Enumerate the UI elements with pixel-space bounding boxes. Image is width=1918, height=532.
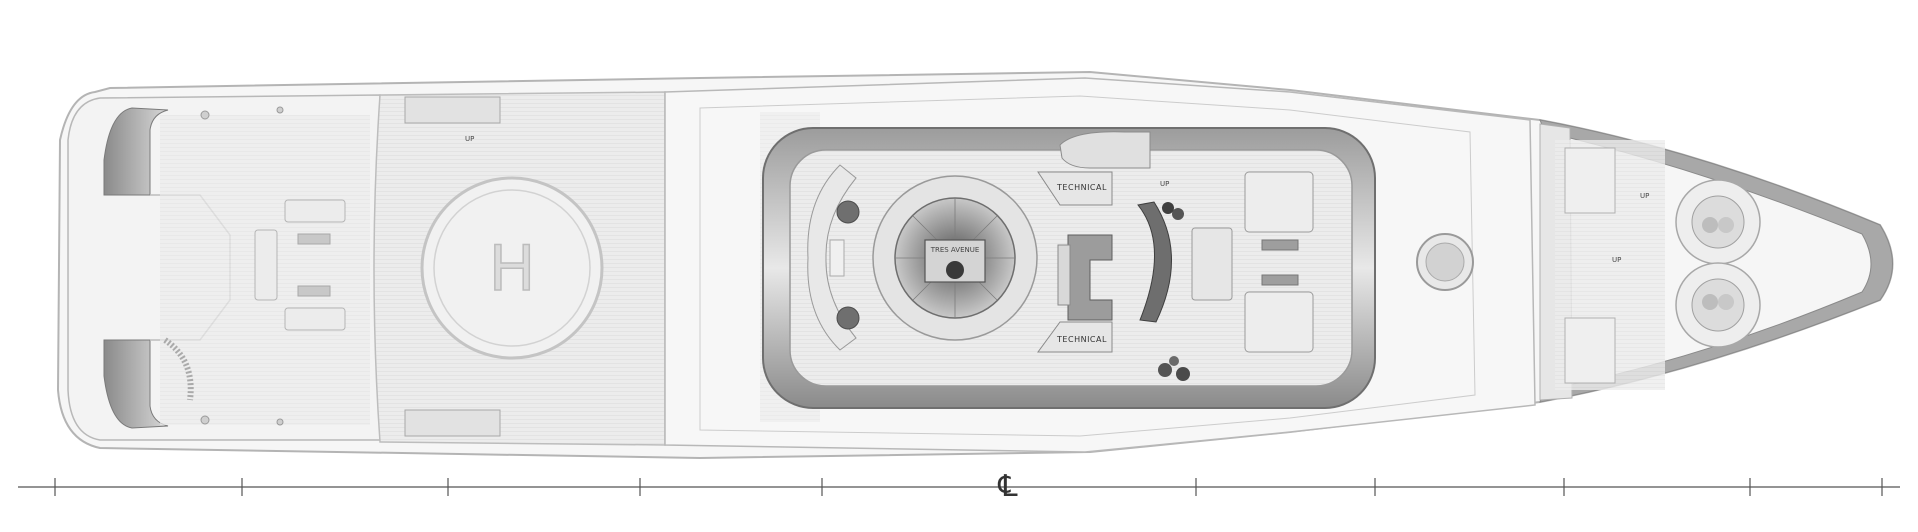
centerline-symbol: ℄ (997, 469, 1017, 504)
technical-box-bottom (1037, 321, 1113, 353)
helipad-stair-top (404, 96, 501, 124)
stern-band-upper (103, 107, 169, 196)
helipad-circle (420, 176, 604, 360)
sun-deck-stair-top (1059, 131, 1151, 169)
sun-deck: TRES AVENUE TECHNICAL TECHNICAL UP (762, 127, 1376, 409)
helipad-stair-bottom (404, 409, 501, 437)
technical-label-bottom: TECHNICAL (1056, 335, 1107, 344)
helipad-mark: H (489, 232, 536, 305)
helipad: H UP (373, 91, 666, 446)
aft-deck (67, 94, 381, 441)
up-mark-4: UP (1640, 192, 1649, 200)
planter-lower (836, 306, 860, 330)
forward-lounge (1191, 171, 1314, 353)
up-mark-1: UP (465, 135, 474, 143)
aft-curved-sofa (807, 164, 857, 351)
up-mark-3: UP (1612, 256, 1621, 264)
forward-deck: UP UP (1416, 140, 1761, 390)
technical-box-top (1037, 171, 1113, 206)
aft-sofa-group (254, 199, 346, 331)
planter-upper (836, 200, 860, 224)
stern-stair (163, 337, 194, 401)
up-mark-2: UP (1160, 180, 1169, 188)
scale-ticks (54, 478, 1883, 496)
scale-bar: ℄ (18, 469, 1900, 504)
curved-bench (1137, 201, 1172, 323)
tender-garage-label: TRES AVENUE (930, 246, 980, 254)
technical-label-top: TECHNICAL (1056, 183, 1107, 192)
bar-counter (1067, 234, 1113, 321)
